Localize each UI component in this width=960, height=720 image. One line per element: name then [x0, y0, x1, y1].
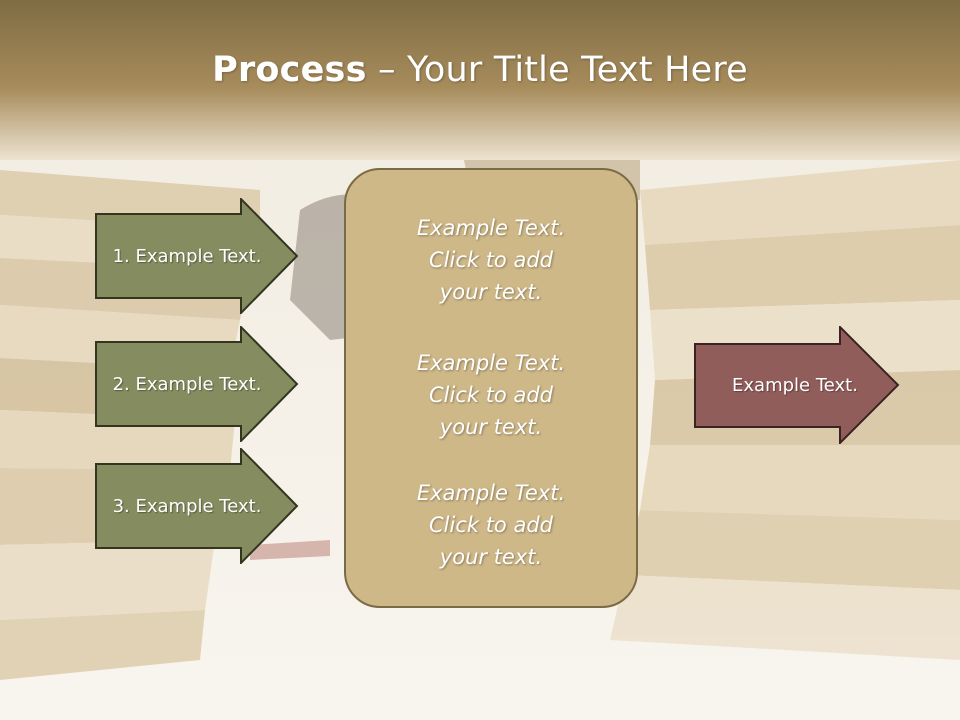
- center-block-3: Example Text. Click to add your text.: [344, 477, 638, 573]
- left-arrow-2-label: 2. Example Text.: [112, 373, 262, 395]
- center-block-1-line3: your text.: [439, 280, 543, 304]
- center-block-3-line1: Example Text.: [416, 481, 566, 505]
- right-arrow: [694, 326, 900, 444]
- right-arrow-label: Example Text.: [732, 374, 858, 396]
- center-text-box: [344, 168, 638, 608]
- center-block-2-line1: Example Text.: [416, 351, 566, 375]
- left-arrow-2: [95, 326, 299, 442]
- left-arrow-1: [95, 198, 299, 314]
- center-block-1-line2: Click to add: [428, 248, 553, 272]
- center-block-1-line1: Example Text.: [416, 216, 566, 240]
- title-bold: Process: [212, 50, 367, 90]
- center-block-2-line3: your text.: [439, 415, 543, 439]
- left-arrow-3: [95, 448, 299, 564]
- page-title: Process – Your Title Text Here: [0, 50, 960, 90]
- center-block-3-line2: Click to add: [428, 513, 553, 537]
- center-block-3-line3: your text.: [439, 545, 543, 569]
- title-rest: – Your Title Text Here: [366, 50, 748, 90]
- center-block-2-line2: Click to add: [428, 383, 553, 407]
- left-arrow-3-label: 3. Example Text.: [112, 495, 262, 517]
- left-arrow-1-label: 1. Example Text.: [112, 245, 262, 267]
- center-block-1: Example Text. Click to add your text.: [344, 212, 638, 308]
- center-block-2: Example Text. Click to add your text.: [344, 347, 638, 443]
